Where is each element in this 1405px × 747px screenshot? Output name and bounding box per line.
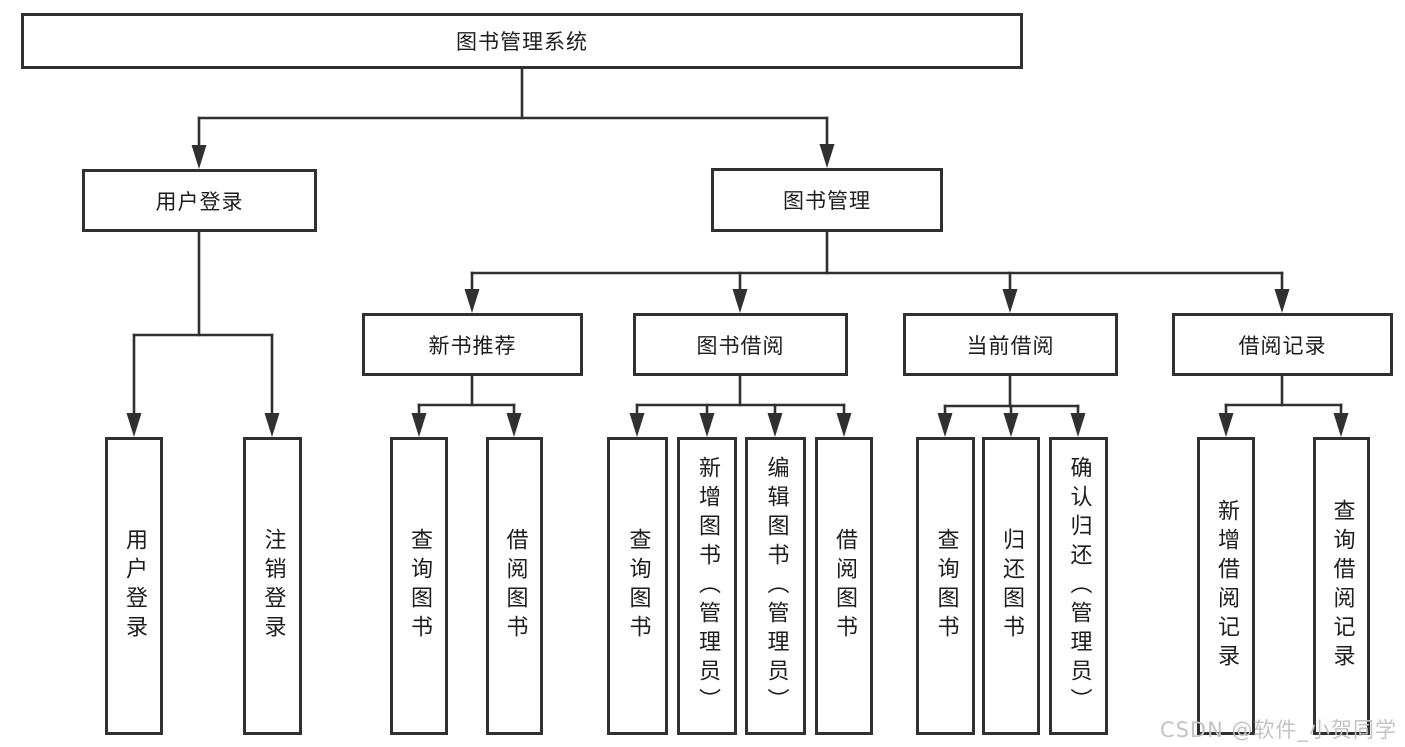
leaf-add-borrow-record: 新增借阅记录 — [1197, 437, 1255, 735]
node-root-library-system: 图书管理系统 — [21, 13, 1023, 69]
node-current-borrowing-label: 当前借阅 — [966, 333, 1055, 358]
leaf-edit-books-admin-label: 编辑图书（管理员） — [763, 455, 789, 717]
leaf-query-books-recommend: 查询图书 — [390, 437, 448, 735]
node-borrowing-records: 借阅记录 — [1172, 313, 1393, 376]
leaf-logout: 注销登录 — [243, 437, 302, 735]
leaf-query-books-borrowing: 查询图书 — [607, 437, 668, 735]
node-book-management-label: 图书管理 — [783, 189, 871, 213]
node-new-book-recommend: 新书推荐 — [362, 313, 583, 376]
node-new-book-recommend-label: 新书推荐 — [428, 333, 517, 358]
csdn-watermark: CSDN @软件_小贺同学 — [1159, 718, 1397, 742]
leaf-borrow-books: 借阅图书 — [815, 437, 873, 735]
leaf-logout-label: 注销登录 — [260, 528, 286, 644]
node-borrowing-records-label: 借阅记录 — [1238, 333, 1327, 358]
node-root-label: 图书管理系统 — [456, 30, 588, 54]
node-book-borrowing-label: 图书借阅 — [696, 333, 785, 358]
leaf-borrow-books-recommend-label: 借阅图书 — [502, 528, 528, 644]
leaf-query-borrow-record-label: 查询借阅记录 — [1329, 499, 1355, 673]
leaf-borrow-books-recommend: 借阅图书 — [486, 437, 543, 735]
leaf-confirm-return-admin-label: 确认归还（管理员） — [1066, 455, 1092, 717]
leaf-user-login-label: 用户登录 — [122, 528, 147, 644]
leaf-query-books-current: 查询图书 — [916, 437, 975, 735]
leaf-query-books-borrowing-label: 查询图书 — [625, 528, 651, 644]
leaf-edit-books-admin: 编辑图书（管理员） — [745, 437, 806, 735]
node-user-login: 用户登录 — [82, 169, 317, 232]
leaf-user-login: 用户登录 — [105, 437, 163, 735]
leaf-query-books-current-label: 查询图书 — [933, 528, 959, 644]
node-user-login-label: 用户登录 — [155, 189, 244, 214]
leaf-borrow-books-label: 借阅图书 — [832, 528, 857, 644]
leaf-add-books-admin-label: 新增图书（管理员） — [695, 455, 720, 717]
node-book-management: 图书管理 — [711, 168, 943, 232]
node-book-borrowing: 图书借阅 — [633, 313, 848, 376]
leaf-query-books-recommend-label: 查询图书 — [407, 528, 432, 644]
leaf-confirm-return-admin: 确认归还（管理员） — [1049, 437, 1108, 735]
leaf-return-books: 归还图书 — [982, 437, 1040, 735]
leaf-add-borrow-record-label: 新增借阅记录 — [1214, 499, 1239, 673]
leaf-add-books-admin: 新增图书（管理员） — [677, 437, 737, 735]
leaf-return-books-label: 归还图书 — [999, 528, 1024, 644]
node-current-borrowing: 当前借阅 — [903, 313, 1118, 376]
leaf-query-borrow-record: 查询借阅记录 — [1313, 437, 1370, 735]
